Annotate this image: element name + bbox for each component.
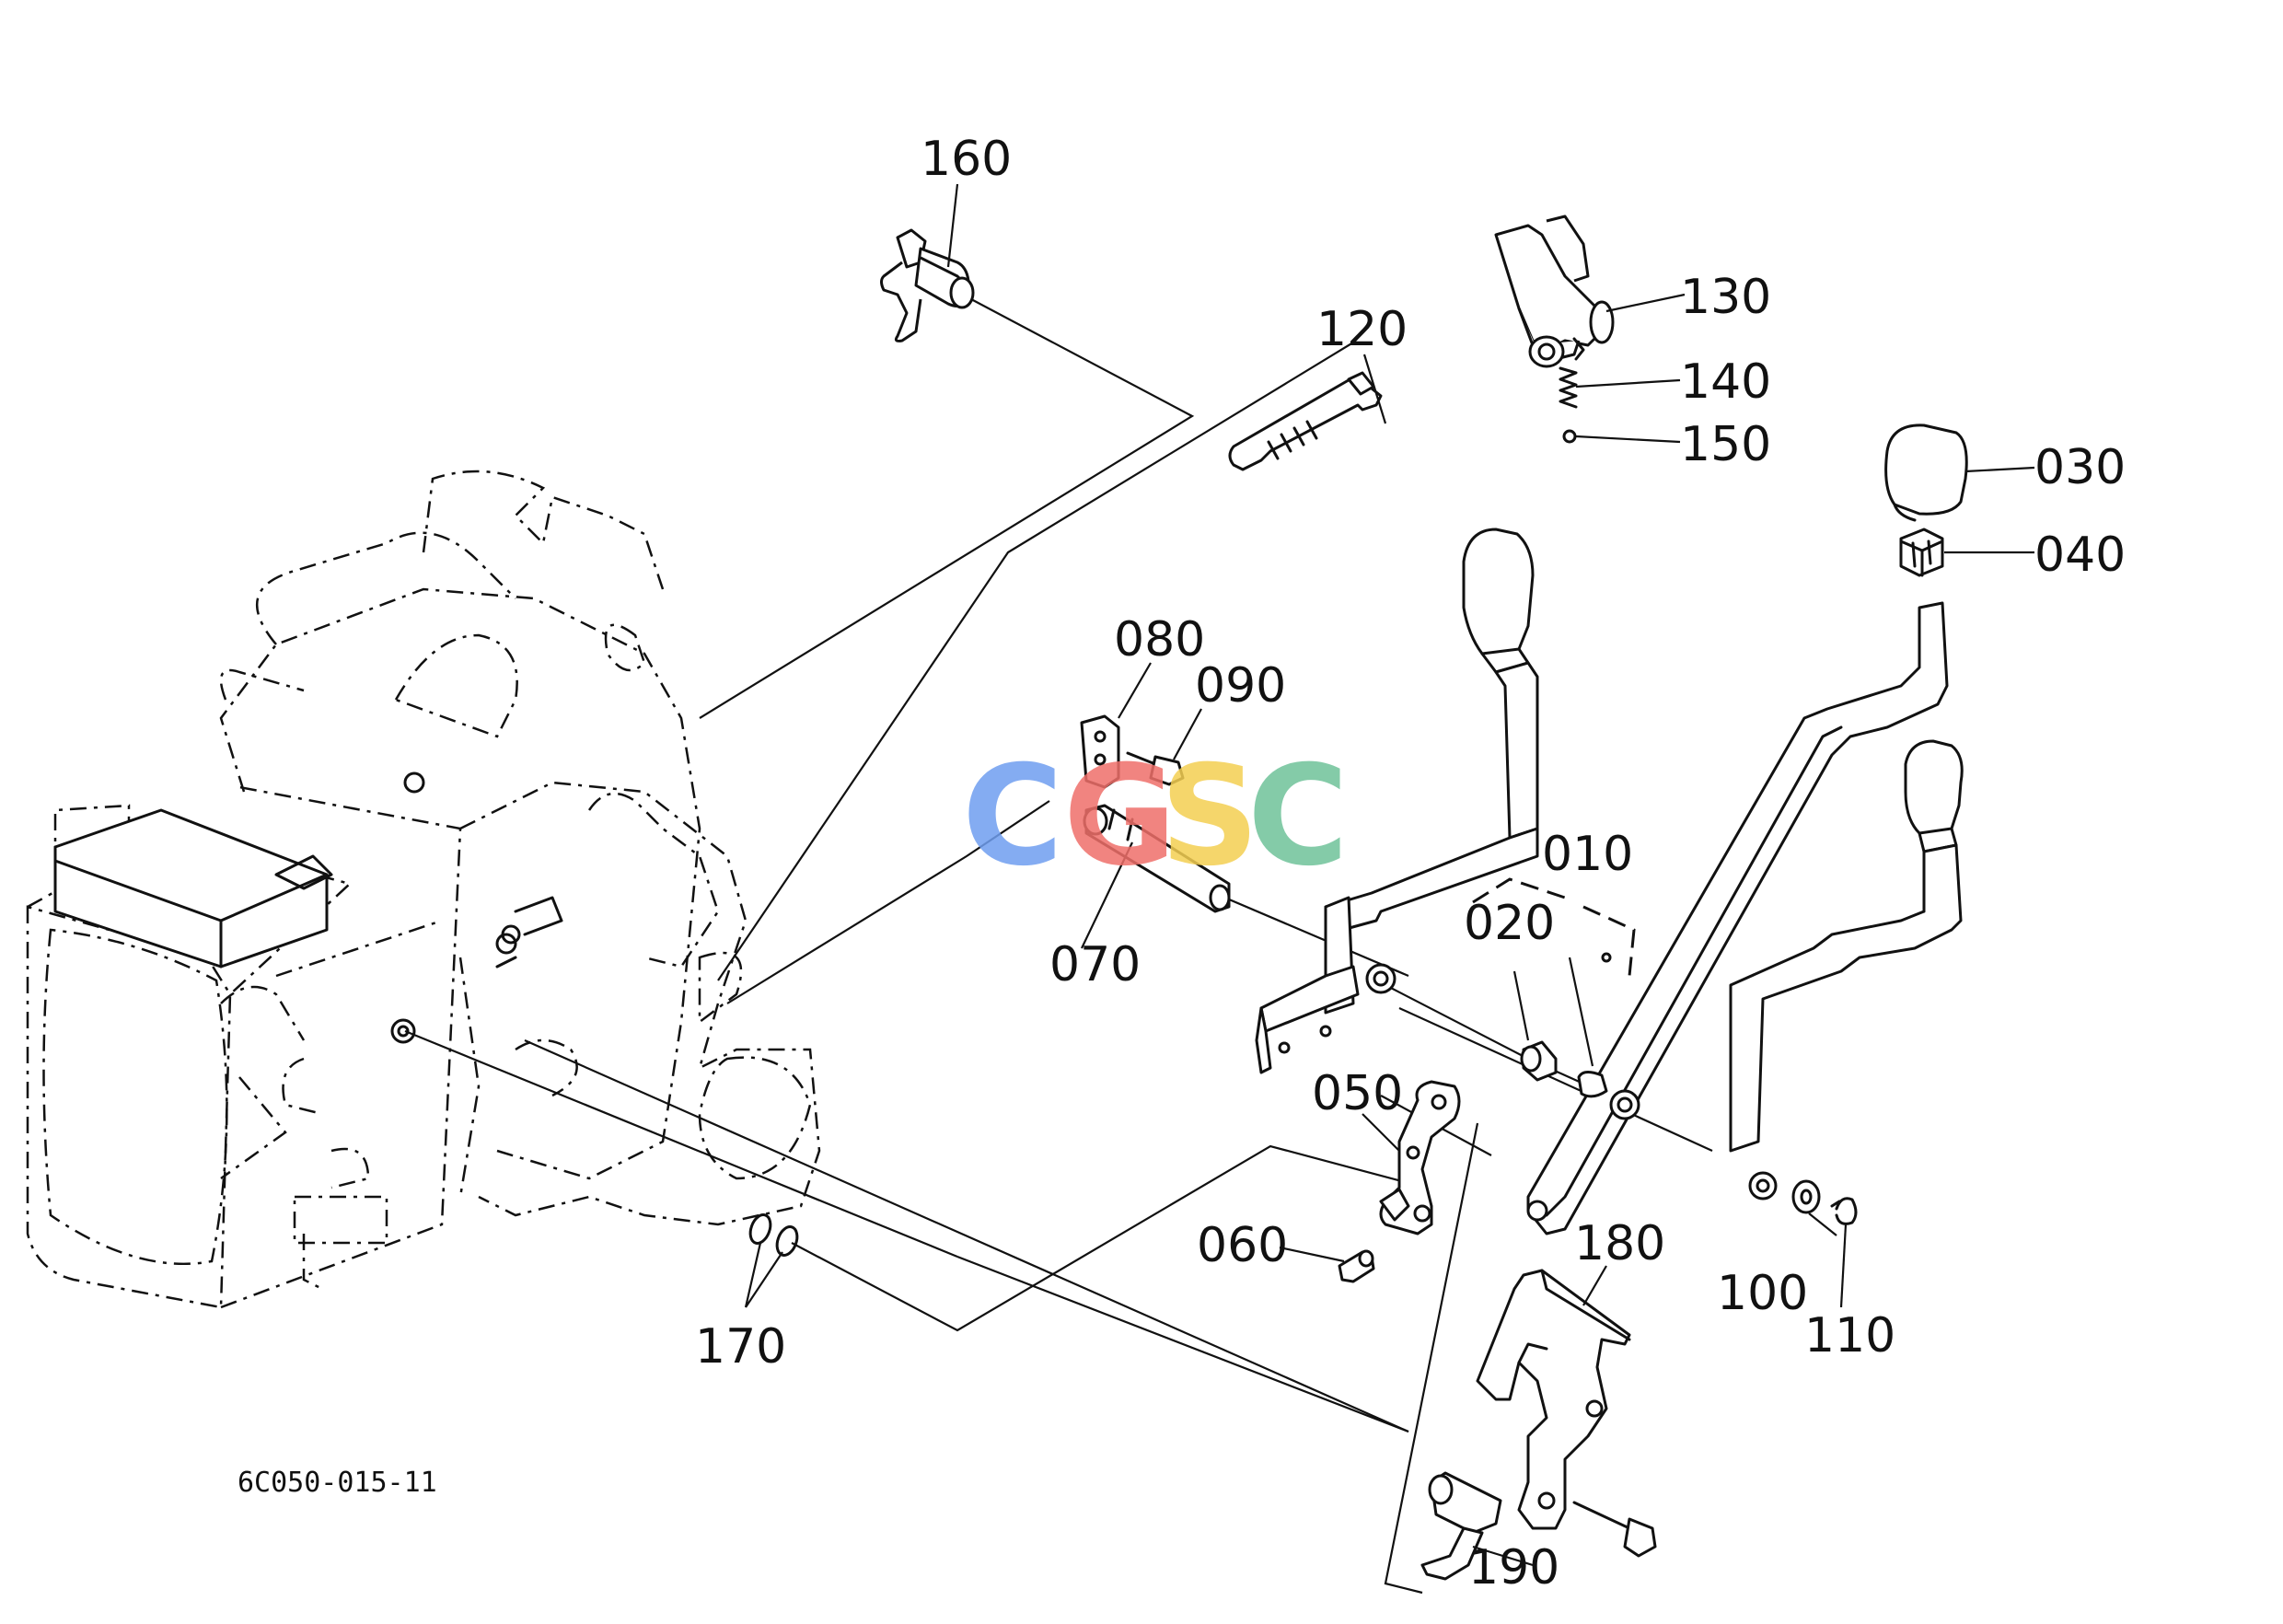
label-190: 190	[1468, 1540, 1559, 1595]
label-150: 150	[1680, 417, 1771, 472]
part-140-spring	[1559, 366, 1578, 409]
label-leaders	[744, 183, 2035, 1567]
part-030-knob	[1884, 423, 1968, 522]
part-180-stay	[1476, 1269, 1631, 1530]
watermark-letter-c2: C	[1247, 737, 1349, 897]
part-040-grip	[1899, 528, 1944, 577]
label-030: 030	[2034, 440, 2126, 495]
label-070: 070	[1049, 937, 1141, 992]
transmission-housing	[26, 470, 821, 1309]
part-100-washer	[1791, 1179, 1821, 1214]
watermark-letter-c1: C	[962, 737, 1063, 897]
part-080-plate	[1080, 714, 1120, 789]
part-090-bolt	[1126, 751, 1185, 786]
leader-lines	[404, 298, 1713, 1595]
label-130: 130	[1680, 270, 1771, 325]
part-070-pin	[1083, 804, 1231, 913]
part-010-020-bracket	[1472, 877, 1636, 977]
part-150-ball	[1562, 429, 1577, 444]
part-020-collar	[1520, 1040, 1608, 1098]
label-090: 090	[1195, 658, 1286, 713]
label-040: 040	[2034, 528, 2126, 583]
main-shift-lever	[1255, 528, 1539, 1074]
label-020: 020	[1464, 896, 1555, 951]
part-170-o-rings	[748, 1213, 799, 1257]
label-180: 180	[1574, 1216, 1665, 1271]
part-110-clip	[1830, 1197, 1858, 1225]
label-110: 110	[1804, 1308, 1895, 1363]
part-180-bolt	[1572, 1501, 1657, 1558]
long-lever	[1526, 601, 1949, 1235]
part-160-lever-shaft	[880, 228, 975, 342]
part-060-pin	[1338, 1249, 1375, 1283]
part-130-shift-fork	[1494, 215, 1615, 368]
watermark-letter-g: G	[1063, 737, 1176, 897]
label-050: 050	[1312, 1066, 1403, 1121]
label-080: 080	[1114, 612, 1205, 667]
part-050-bracket	[1379, 1080, 1461, 1235]
label-160: 160	[921, 132, 1012, 187]
label-100: 100	[1717, 1266, 1808, 1321]
label-010: 010	[1542, 827, 1633, 882]
part-number-labels: 160 120 130 140 150 030 040 080 090 010 …	[695, 132, 2126, 1595]
part-190-pin	[1420, 1471, 1502, 1581]
cgsc-watermark: C G S C	[962, 737, 1349, 897]
label-140: 140	[1680, 354, 1771, 410]
part-120-shift-rod	[1228, 371, 1383, 471]
drawing-number: 6C050-015-11	[238, 1467, 437, 1499]
label-060: 060	[1197, 1218, 1288, 1273]
secondary-lever	[1729, 739, 1964, 1201]
label-120: 120	[1316, 302, 1408, 357]
label-170: 170	[695, 1319, 786, 1375]
watermark-letter-s: S	[1160, 737, 1259, 897]
